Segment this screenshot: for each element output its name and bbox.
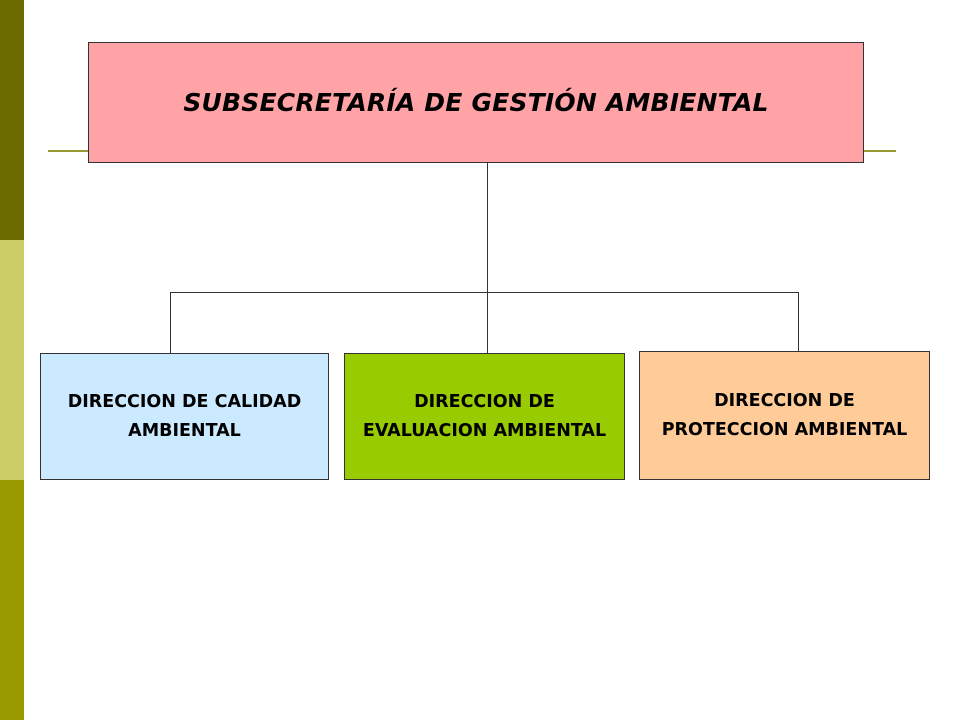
side-bar-bottom (0, 480, 24, 720)
root-node-subsecretaria: SUBSECRETARÍA DE GESTIÓN AMBIENTAL (88, 42, 864, 163)
root-node-label: SUBSECRETARÍA DE GESTIÓN AMBIENTAL (183, 88, 769, 117)
side-bar-top (0, 0, 24, 240)
connector-drop-proteccion (798, 292, 799, 351)
node-direccion-evaluacion: DIRECCION DE EVALUACION AMBIENTAL (344, 353, 625, 480)
connector-drop-evaluacion (487, 292, 488, 353)
connector-bus (170, 292, 799, 293)
connector-drop-calidad (170, 292, 171, 353)
node-direccion-calidad: DIRECCION DE CALIDAD AMBIENTAL (40, 353, 329, 480)
connector-trunk (487, 163, 488, 293)
node-direccion-proteccion: DIRECCION DE PROTECCION AMBIENTAL (639, 351, 930, 480)
side-bar-middle (0, 240, 24, 480)
node-label-proteccion: DIRECCION DE PROTECCION AMBIENTAL (661, 390, 908, 440)
node-label-calidad: DIRECCION DE CALIDAD AMBIENTAL (67, 391, 302, 441)
node-label-evaluacion: DIRECCION DE EVALUACION AMBIENTAL (362, 391, 607, 441)
